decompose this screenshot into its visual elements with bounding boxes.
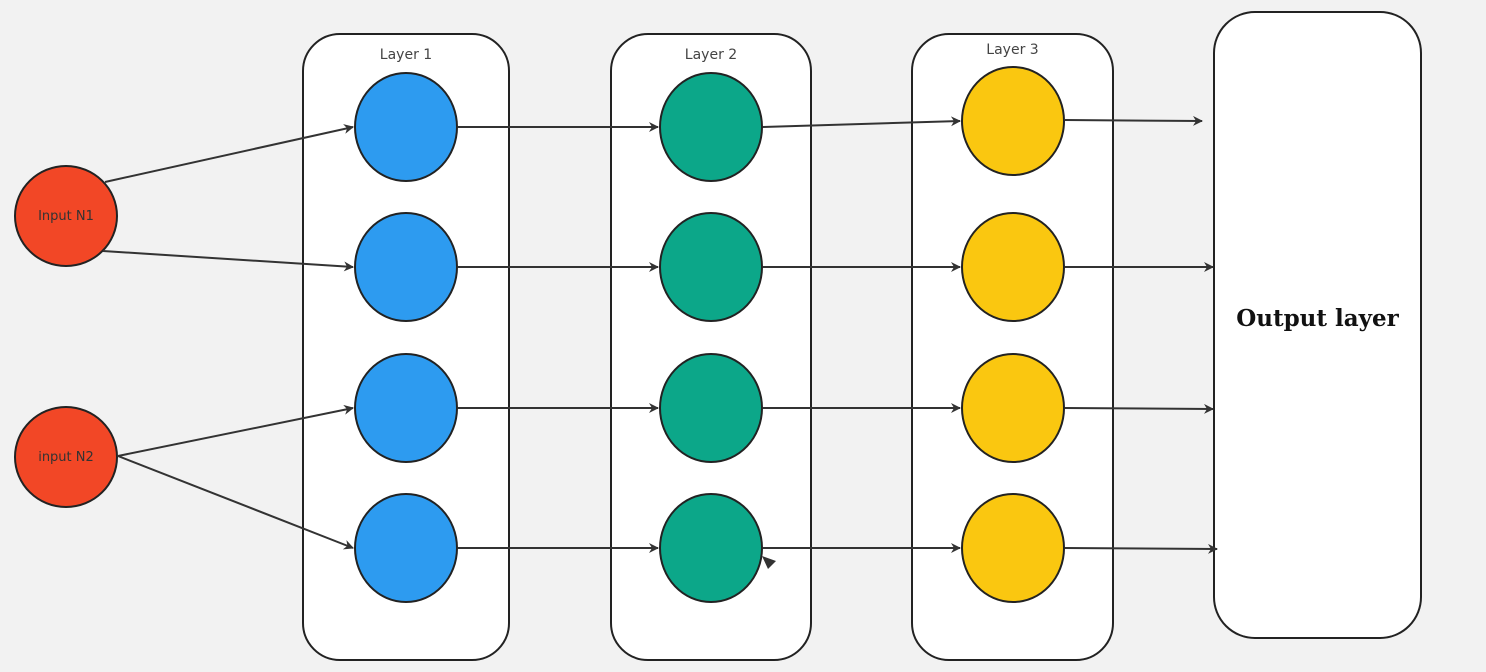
layer-2-title: Layer 2 [684,47,738,63]
input-neuron-2-label: input N2 [38,449,94,465]
layer-1-title: Layer 1 [379,47,433,63]
layer-2-neuron-1 [659,72,763,182]
layer-3-title: Layer 3 [986,42,1039,58]
layer-2-neuron-4 [659,493,763,603]
layer-1-neuron-2 [354,212,458,322]
layer-2-neuron-2 [659,212,763,322]
layer-3-neuron-2 [961,212,1065,322]
input-neuron-1: Input N1 [14,165,118,267]
output-layer-label: Output layer [1236,305,1399,332]
output-layer-container: Output layer [1213,11,1422,639]
layer-3-neuron-4 [961,493,1065,603]
layer-1-neuron-4 [354,493,458,603]
input-neuron-2: input N2 [14,406,118,508]
input-neuron-1-label: Input N1 [38,208,94,224]
layer-3-neuron-1 [961,66,1065,176]
layer-3-neuron-3 [961,353,1065,463]
layer-2-neuron-3 [659,353,763,463]
layer-1-neuron-1 [354,72,458,182]
layer-1-neuron-3 [354,353,458,463]
